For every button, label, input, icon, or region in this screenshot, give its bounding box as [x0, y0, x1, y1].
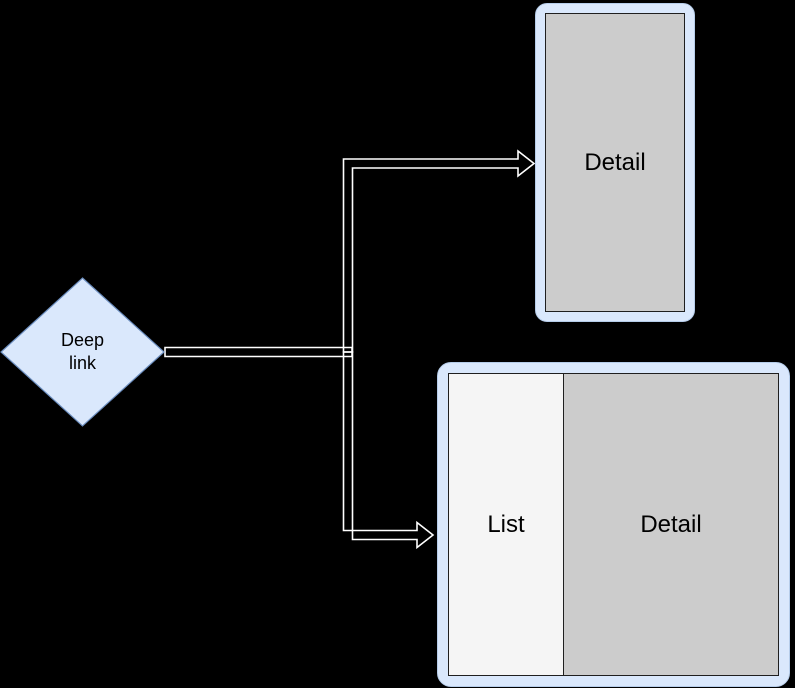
connector-trunk	[164, 346, 353, 358]
phone-pane-detail[interactable]: Detail	[546, 14, 684, 311]
node-phone-frame[interactable]: Detail	[535, 3, 695, 322]
tablet-pane-detail[interactable]: Detail	[564, 374, 778, 675]
tablet-screen: List Detail	[448, 373, 779, 676]
rhombus-shape	[0, 277, 165, 427]
node-tablet-frame[interactable]: List Detail	[437, 362, 790, 687]
node-deep-link[interactable]: Deep link	[0, 277, 165, 427]
tablet-pane-list[interactable]: List	[449, 374, 564, 675]
phone-screen: Detail	[545, 13, 685, 312]
connector-to-phone	[342, 149, 536, 353]
node-deep-link-label: Deep link	[60, 330, 105, 373]
connector-to-tablet	[342, 351, 435, 550]
